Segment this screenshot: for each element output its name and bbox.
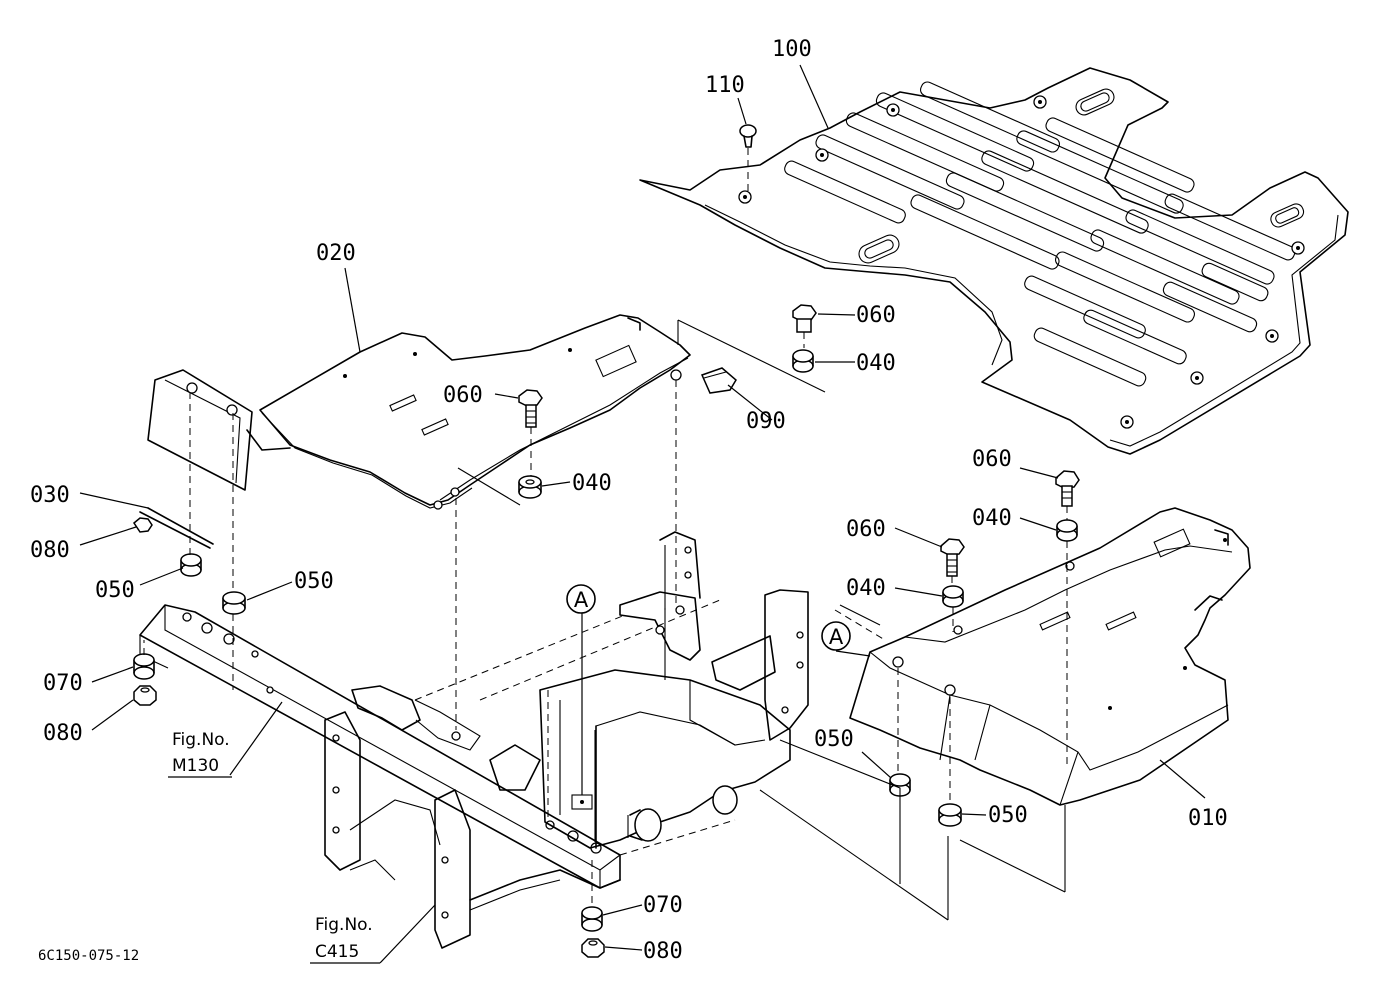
step-010	[849, 507, 1251, 806]
callout-080-top: 080	[30, 538, 70, 563]
callout-110: 110	[705, 73, 745, 98]
marker-a-2: A	[821, 621, 851, 651]
main-frame	[139, 531, 809, 949]
callout-030: 030	[30, 483, 70, 508]
callout-090: 090	[746, 409, 786, 434]
callout-100: 100	[772, 37, 812, 62]
svg-text:A: A	[829, 625, 844, 649]
mat-ribs	[784, 81, 1296, 387]
svg-text:Fig.No.: Fig.No.	[172, 730, 230, 750]
clip-090	[700, 367, 737, 394]
callout-040-d: 040	[846, 576, 886, 601]
callout-040-top: 040	[856, 351, 896, 376]
bolt-060-left	[518, 389, 543, 478]
svg-text:M130: M130	[172, 756, 219, 776]
drawing-code: 6C150-075-12	[38, 948, 139, 964]
collar-070-bottom	[581, 906, 603, 932]
fig-ref-m130: Fig.No. M130	[172, 730, 230, 776]
collar-070-left	[133, 653, 155, 680]
floor-mat-100	[639, 67, 1349, 455]
callout-080-left: 080	[43, 721, 83, 746]
callout-050-c: 050	[814, 727, 854, 752]
washer-040-left	[518, 475, 542, 499]
svg-text:C415: C415	[315, 942, 359, 962]
callout-050-b: 050	[294, 569, 334, 594]
callout-070-left: 070	[43, 671, 83, 696]
bolt-060-top	[792, 304, 817, 348]
wire-030	[139, 507, 214, 549]
mat-bolt-holes	[738, 95, 1305, 429]
connector-lines	[457, 319, 1066, 921]
mount-050-a	[180, 553, 202, 577]
callout-040-a: 040	[572, 471, 612, 496]
mount-050-b	[222, 591, 246, 615]
callout-060-c: 060	[972, 447, 1012, 472]
nut-080-left	[133, 685, 157, 706]
bolt-060-right-low	[940, 538, 965, 588]
callout-040-c: 040	[972, 506, 1012, 531]
callout-050-a: 050	[95, 578, 135, 603]
callout-labels: 100 110 020 060 040 060 040 090 030 080 …	[30, 37, 1228, 964]
mat-slots	[858, 88, 1305, 264]
assembly-lines	[143, 380, 1068, 908]
step-plate-020	[147, 314, 691, 510]
nut-080-top	[133, 517, 153, 533]
clip-110	[739, 124, 757, 192]
callout-060-a: 060	[443, 383, 483, 408]
svg-text:A: A	[574, 588, 589, 612]
fig-ref-c415: Fig.No. C415	[315, 915, 373, 962]
callout-010: 010	[1188, 806, 1228, 831]
marker-a-1: A	[566, 584, 596, 614]
nut-080-bottom	[581, 938, 605, 958]
bolt-060-right-high	[1055, 470, 1080, 520]
callout-020: 020	[316, 241, 356, 266]
washer-040-right-low	[942, 585, 964, 632]
svg-text:Fig.No.: Fig.No.	[315, 915, 373, 935]
mount-050-d	[938, 803, 962, 827]
callout-070-bottom: 070	[643, 893, 683, 918]
washer-040-top	[792, 349, 814, 373]
callout-060-top: 060	[856, 303, 896, 328]
callout-080-bottom: 080	[643, 939, 683, 964]
leader-lines	[79, 64, 1206, 964]
washer-040-right-high	[1056, 519, 1078, 565]
callout-050-d: 050	[988, 803, 1028, 828]
callout-060-d: 060	[846, 517, 886, 542]
